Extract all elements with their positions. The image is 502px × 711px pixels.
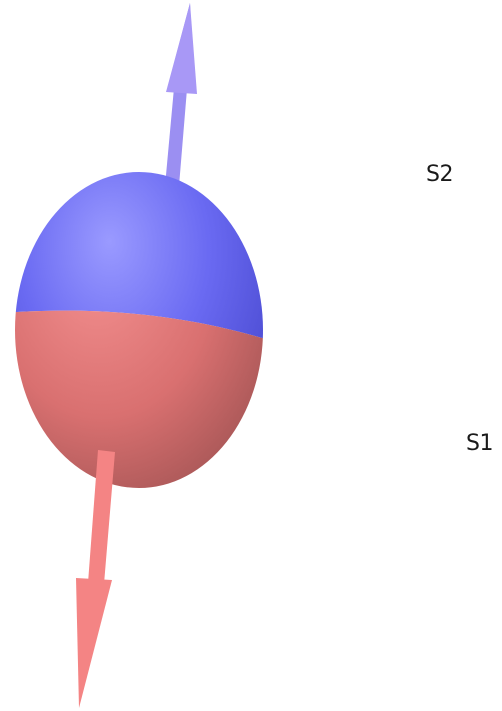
bottom-hemisphere <box>15 310 263 488</box>
bottom-arrow <box>76 450 115 708</box>
label-s1: S1 <box>466 431 493 456</box>
arrow-down-icon <box>76 578 112 708</box>
top-arrow <box>165 3 197 186</box>
bottom-arrow-shaft <box>88 450 115 584</box>
top-arrow-head <box>166 3 197 94</box>
label-s2: S2 <box>426 162 453 187</box>
top-arrow-shaft <box>165 88 187 186</box>
spin-sphere <box>15 172 263 488</box>
